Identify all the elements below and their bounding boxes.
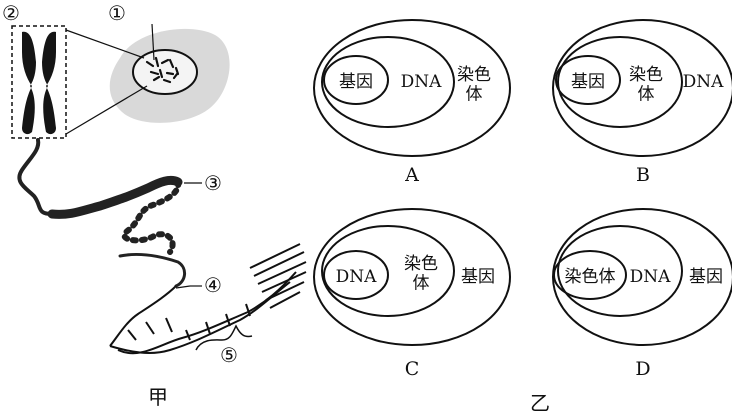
dna-ladder — [250, 244, 306, 308]
option-b-middle: 染色体 — [629, 65, 663, 105]
option-c-inner: DNA — [336, 267, 378, 287]
panel-yi: 基因 DNA 染色体 A 基因 染色体 DNA B DNA 染色体 基因 C — [314, 20, 732, 412]
marker-5: ⑤ — [220, 343, 238, 367]
caption-jia: 甲 — [148, 385, 168, 409]
marker-1: ① — [108, 1, 126, 25]
chromatin-fiber — [19, 140, 184, 286]
option-a-inner: 基因 — [339, 72, 373, 92]
option-d-middle: DNA — [630, 267, 672, 287]
option-d-outer: 基因 — [689, 267, 723, 287]
connector-top — [66, 30, 144, 58]
dna-helix — [110, 272, 296, 353]
option-a-outer: 染色体 — [457, 65, 491, 105]
caption-yi: 乙 — [530, 391, 550, 412]
option-a-middle: DNA — [401, 72, 443, 92]
marker-3: ③ — [204, 171, 222, 195]
option-b-letter: B — [636, 164, 650, 186]
option-c-outer: 基因 — [461, 267, 495, 287]
chromosome — [22, 32, 56, 134]
panel-jia: ① ② ③ ④ ⑤ 甲 — [2, 1, 306, 409]
marker-2: ② — [2, 1, 20, 25]
marker-4: ④ — [204, 273, 222, 297]
option-d-letter: D — [635, 358, 650, 380]
option-c-middle: 染色体 — [404, 254, 438, 294]
option-a-diagram: 基因 DNA 染色体 A — [314, 20, 510, 186]
option-d-inner: 染色体 — [565, 267, 616, 287]
option-d-diagram: 染色体 DNA 基因 D — [553, 209, 732, 380]
option-c-diagram: DNA 染色体 基因 C — [314, 209, 510, 380]
option-b-outer: DNA — [683, 72, 725, 92]
option-a-letter: A — [404, 164, 419, 186]
cell-nucleus — [133, 50, 197, 94]
option-c-letter: C — [405, 358, 420, 380]
option-b-diagram: 基因 染色体 DNA B — [553, 20, 732, 186]
chromosome-box — [12, 26, 66, 138]
option-b-inner: 基因 — [571, 72, 605, 92]
